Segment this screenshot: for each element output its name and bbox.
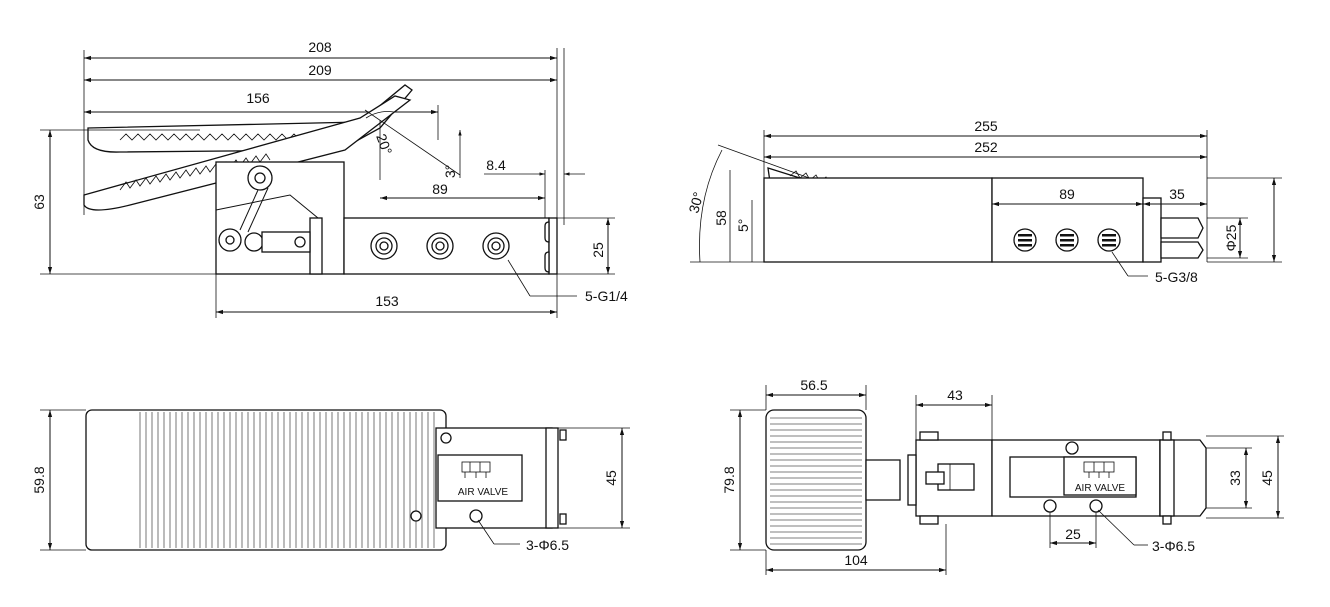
dim-25: 25: [590, 242, 606, 258]
port-1: [370, 232, 398, 260]
dim-153: 153: [375, 293, 399, 309]
pedal-lower: [83, 95, 412, 211]
height-58: 58: [713, 210, 729, 226]
valve-symbol-large: [1083, 461, 1115, 478]
dim-8-4: 8.4: [486, 157, 506, 173]
port-2: [426, 232, 454, 260]
mount-hole-large: [1089, 499, 1103, 513]
dim-208: 208: [308, 39, 332, 55]
dim-89: 89: [432, 181, 448, 197]
hole-callout: 3-Φ6.5: [526, 537, 569, 553]
port-callout-large: 5-G3/8: [1155, 269, 1198, 285]
dim-59-8: 59.8: [31, 466, 47, 493]
air-valve-label-large: AIR VALVE: [1075, 483, 1126, 494]
dim-33: 33: [1227, 470, 1243, 486]
dim-25-hole: 25: [1065, 526, 1081, 542]
housing-large: [763, 177, 993, 263]
dim-156: 156: [246, 90, 270, 106]
dim-104: 104: [844, 552, 868, 568]
dim-43: 43: [947, 387, 963, 403]
hole-callout-large: 3-Φ6.5: [1152, 538, 1195, 554]
dim-45: 45: [603, 470, 619, 486]
side-view: 208 209 156 20° 3° 8.4 89: [31, 39, 628, 318]
pedal-ribs-large: [770, 417, 862, 545]
top-view: AIR VALVE 59.8 45 3-Φ6.5: [31, 409, 630, 553]
pedal-ribs: [139, 412, 435, 548]
angle-30: 30°: [685, 190, 706, 215]
mount-hole: [469, 509, 483, 523]
port-large-2: [1055, 228, 1079, 252]
angle-3: 3°: [442, 165, 458, 178]
dim-35: 35: [1169, 186, 1185, 202]
top-view-large: AIR VALVE 56.5 43 79.8 33 45 25 3-Φ6: [721, 377, 1284, 575]
dim-209: 209: [308, 62, 332, 78]
dim-252: 252: [974, 139, 998, 155]
dim-56-5: 56.5: [800, 377, 827, 393]
pedal-top-large: [765, 409, 867, 551]
dim-dia25: Φ25: [1223, 224, 1239, 251]
housing: [215, 161, 345, 275]
side-view-large: 255 252 30° 58 5° 89: [685, 118, 1282, 285]
port-large-3: [1097, 228, 1121, 252]
valve-symbol: [461, 461, 491, 478]
dim-63: 63: [31, 194, 47, 210]
dim-45-large: 45: [1259, 470, 1275, 486]
angle-20: 20°: [373, 132, 395, 157]
angle-5: 5°: [735, 219, 751, 232]
port-3: [482, 232, 510, 260]
dim-79-8: 79.8: [721, 466, 737, 493]
port-callout: 5-G1/4: [585, 288, 628, 304]
air-valve-label: AIR VALVE: [458, 487, 509, 498]
dim-89-large: 89: [1059, 186, 1075, 202]
dim-255: 255: [974, 118, 998, 134]
port-large-1: [1013, 228, 1037, 252]
